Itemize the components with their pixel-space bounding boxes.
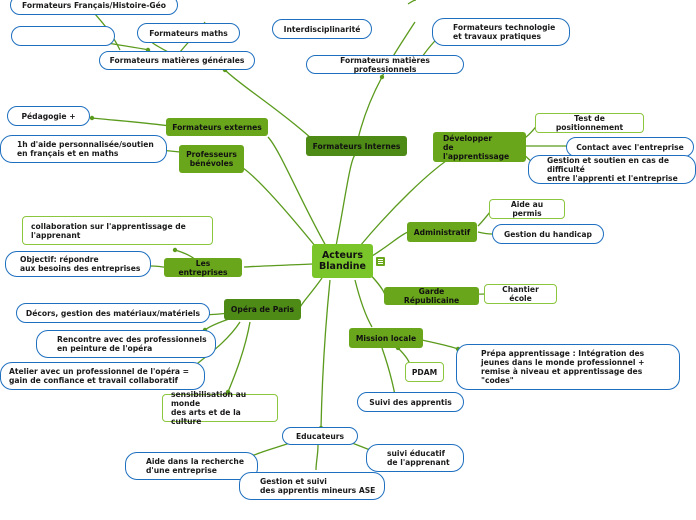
node-suivi-apprentis[interactable]: Suivi des apprentis [357,392,464,412]
node-atelier[interactable]: Atelier avec un professionnel de l'opéra… [0,362,205,390]
node-pdam[interactable]: PDAM [405,362,444,382]
root-node[interactable]: Acteurs Blandine [312,244,373,278]
node-formateurs-maths[interactable]: Formateurs maths [137,23,240,43]
topic-professeurs-benevoles[interactable]: Professeurs bénévoles [179,145,244,173]
topic-formateurs-internes[interactable]: Formateurs Internes [306,136,407,156]
node-gestion-suivi-ase[interactable]: Gestion et suivi des apprentis mineurs A… [239,472,385,500]
node-gestion-soutien[interactable]: Gestion et soutien en cas de difficulté … [528,155,696,184]
node-decors[interactable]: Décors, gestion des matériaux/matériels [16,303,210,323]
topic-administratif[interactable]: Administratif [407,222,477,242]
topic-formateurs-externes[interactable]: Formateurs externes [166,118,268,136]
node-formateur-anglais[interactable] [11,26,115,46]
node-prepa-apprentissage[interactable]: Prépa apprentissage : Intégration des je… [456,344,680,390]
node-chantier-ecole[interactable]: Chantier école [484,284,557,304]
node-collaboration[interactable]: collaboration sur l'apprentissage de l'a… [22,216,213,245]
node-formateurs-techno[interactable]: Formateurs technologie et travaux pratiq… [432,18,570,46]
topic-garde-republicaine[interactable]: Garde Républicaine [384,287,479,305]
node-pedagogie[interactable]: Pédagogie + [7,106,90,126]
node-aide-personnalisee[interactable]: 1h d'aide personnalisée/soutien en franç… [0,135,167,163]
topic-developper-apprentissage[interactable]: Développer de l'apprentissage [433,132,526,162]
node-interdisciplinarite[interactable]: Interdisciplinarité [272,19,372,39]
node-contact-entreprise[interactable]: Contact avec l'entreprise [566,137,694,157]
node-sensibilisation[interactable]: sensibilisation au monde des arts et de … [162,390,278,426]
node-rencontre[interactable]: Rencontre avec des professionnels en pei… [36,330,216,358]
topic-opera-de-paris[interactable]: Opéra de Paris [224,299,301,320]
node-suivi-educatif[interactable]: suivi éducatif de l'apprenant [366,444,464,472]
node-gestion-handicap[interactable]: Gestion du handicap [492,224,604,244]
node-formateurs-matieres-gen[interactable]: Formateurs matières générales [99,51,255,70]
node-objectif[interactable]: Objectif: répondre aux besoins des entre… [5,251,151,277]
node-formateurs-francais[interactable]: Formateurs Français/Histoire-Géo [10,0,178,15]
node-aide-permis[interactable]: Aide au permis [489,199,565,219]
topic-les-entreprises[interactable]: Les entreprises [164,258,242,277]
node-test-positionnement[interactable]: Test de positionnement [535,113,644,133]
node-aide-recherche[interactable]: Aide dans la recherche d'une entreprise [125,452,258,480]
note-icon[interactable] [376,257,385,266]
topic-educateurs[interactable]: Educateurs [282,427,358,445]
node-formateurs-matieres-pro[interactable]: Formateurs matières professionnels [306,55,464,74]
topic-mission-locale[interactable]: Mission locale [349,328,423,348]
